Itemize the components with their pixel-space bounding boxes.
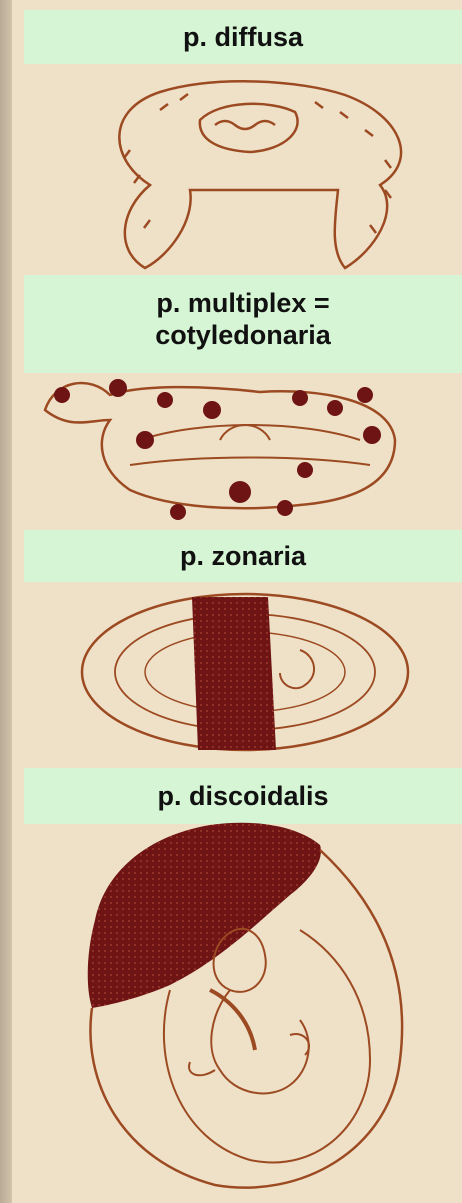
diffusa-illustration [119, 81, 401, 268]
zonaria-illustration [82, 594, 408, 750]
multiplex-illustration [45, 379, 395, 520]
discoidalis-illustration [88, 823, 402, 1188]
